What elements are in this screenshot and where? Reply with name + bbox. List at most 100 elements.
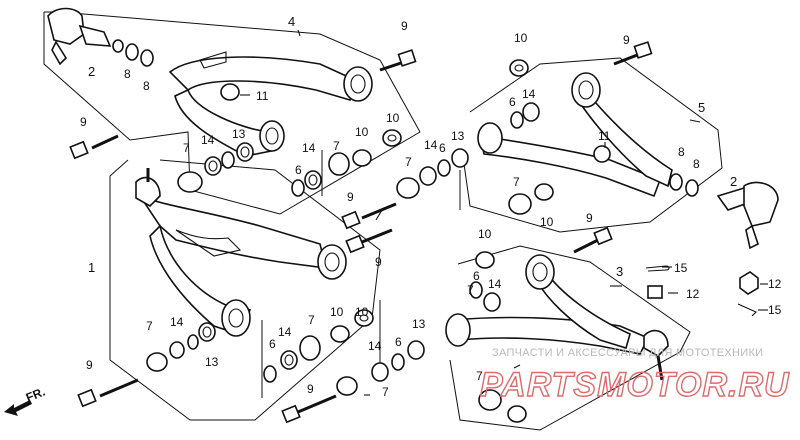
callout-12-a: 12 bbox=[686, 287, 700, 301]
ball-joint-2-left bbox=[47, 7, 124, 66]
callout-7-e: 7 bbox=[467, 283, 474, 297]
front-direction-arrow-icon: FR. bbox=[4, 385, 47, 416]
callout-14-d: 14 bbox=[522, 87, 536, 101]
callout-8-c: 8 bbox=[678, 145, 685, 159]
watermark-logo: PARTSMOTOR.RU bbox=[480, 366, 790, 404]
bushing-stack-upper-mid bbox=[291, 129, 402, 197]
castle-nut-12-upper bbox=[647, 285, 663, 299]
bushing-stack-right-mid bbox=[396, 148, 554, 215]
bushing-stack-upper-left bbox=[177, 142, 254, 193]
callout-9-b: 9 bbox=[80, 115, 87, 129]
leader-lines bbox=[240, 29, 768, 396]
bolt-9-right-lower bbox=[573, 226, 613, 254]
callout-14-b: 14 bbox=[302, 141, 316, 155]
bolt-9-right-top bbox=[613, 41, 653, 66]
callout-2-right: 2 bbox=[730, 174, 737, 189]
bolt-9-lower-mid bbox=[281, 394, 337, 424]
bolt-9-top bbox=[379, 49, 417, 72]
ball-joint-2-right bbox=[716, 181, 779, 250]
callout-12-b: 12 bbox=[768, 277, 782, 291]
callout-10-e: 10 bbox=[478, 227, 492, 241]
callout-6-d: 6 bbox=[269, 337, 276, 351]
bolt-9-center-pair bbox=[341, 202, 397, 254]
callout-7-a: 7 bbox=[183, 141, 190, 155]
assembly-outline-4 bbox=[43, 11, 421, 215]
callout-13-a: 13 bbox=[232, 127, 246, 141]
assembly-outline-3 bbox=[449, 245, 691, 431]
assembly-outline-1 bbox=[109, 159, 381, 421]
callout-15-a: 15 bbox=[674, 261, 688, 275]
callout-6-b: 6 bbox=[439, 141, 446, 155]
callout-7-i: 7 bbox=[476, 369, 483, 383]
washer-8-pair-right bbox=[669, 173, 699, 197]
upper-arm-5 bbox=[477, 72, 673, 198]
bushing-stack-right-lower bbox=[336, 281, 502, 411]
assembly-outline-5 bbox=[461, 57, 723, 233]
callout-3: 3 bbox=[616, 264, 623, 279]
callout-14-c: 14 bbox=[424, 138, 438, 152]
callout-6-e: 6 bbox=[395, 335, 402, 349]
callout-8-b: 8 bbox=[143, 79, 150, 93]
callout-labels: 4 2 1 5 2 3 8 8 8 8 9 9 9 9 9 9 9 9 10 1… bbox=[80, 14, 782, 399]
callout-7-g: 7 bbox=[308, 313, 315, 327]
callout-9-c: 9 bbox=[347, 190, 354, 204]
callout-6-f: 6 bbox=[473, 269, 480, 283]
lower-arm-3 bbox=[445, 254, 669, 381]
callout-14-f: 14 bbox=[170, 315, 184, 329]
callout-6-a: 6 bbox=[295, 163, 302, 177]
callout-14-h: 14 bbox=[368, 339, 382, 353]
callout-10-d: 10 bbox=[540, 215, 554, 229]
bolt-9-lower-left bbox=[77, 378, 139, 408]
callout-10-a: 10 bbox=[514, 31, 528, 45]
callout-9-g: 9 bbox=[86, 358, 93, 372]
front-direction-label: FR. bbox=[24, 385, 47, 405]
callout-8-a: 8 bbox=[124, 67, 131, 81]
callout-9-e: 9 bbox=[623, 33, 630, 47]
callout-15-b: 15 bbox=[768, 303, 782, 317]
callout-7-d: 7 bbox=[513, 175, 520, 189]
lower-arm-1 bbox=[135, 168, 347, 337]
cotter-pin-15-upper bbox=[645, 265, 670, 272]
callout-14-g: 14 bbox=[278, 325, 292, 339]
callout-9-h: 9 bbox=[307, 382, 314, 396]
callout-6-c: 6 bbox=[509, 95, 516, 109]
callout-10-b: 10 bbox=[386, 111, 400, 125]
washer-8-pair-left bbox=[125, 43, 154, 67]
callout-9-d: 9 bbox=[375, 255, 382, 269]
callout-9-f: 9 bbox=[586, 211, 593, 225]
callout-13-d: 13 bbox=[412, 317, 426, 331]
callout-4: 4 bbox=[288, 14, 295, 29]
callout-14-a: 14 bbox=[201, 133, 215, 147]
hardware-dash-lines bbox=[261, 150, 461, 398]
callout-5: 5 bbox=[698, 100, 705, 115]
callout-10-c: 10 bbox=[355, 125, 369, 139]
callout-14-e: 14 bbox=[488, 277, 502, 291]
cotter-pin-15-right bbox=[737, 303, 757, 317]
watermark-caption: ЗАПЧАСТИ И АКСЕССУАРЫ ДЛЯ МОТОТЕХНИКИ bbox=[492, 347, 763, 359]
callout-10-f: 10 bbox=[330, 305, 344, 319]
castle-nut-12-right bbox=[739, 271, 759, 295]
nut-10-right-lower bbox=[475, 251, 527, 423]
callout-2-left: 2 bbox=[88, 64, 95, 79]
callout-8-d: 8 bbox=[693, 157, 700, 171]
callout-10-g: 10 bbox=[355, 305, 369, 319]
callout-7-b: 7 bbox=[333, 139, 340, 153]
upper-arm-4 bbox=[168, 51, 373, 157]
bolt-9-left-upper bbox=[69, 134, 119, 160]
callout-7-h: 7 bbox=[382, 385, 389, 399]
nut-10-right-top bbox=[509, 59, 529, 77]
callout-11-b: 11 bbox=[598, 129, 611, 143]
callout-9-a: 9 bbox=[401, 19, 408, 33]
callout-1: 1 bbox=[88, 260, 95, 275]
callout-13-b: 13 bbox=[451, 129, 465, 143]
bushing-stack-lower-mid bbox=[263, 309, 374, 383]
callout-7-c: 7 bbox=[405, 155, 412, 169]
watermark: ЗАПЧАСТИ И АКСЕССУАРЫ ДЛЯ МОТОТЕХНИКИ PA… bbox=[479, 347, 790, 405]
bushing-stack-right-top bbox=[510, 102, 540, 129]
callout-7-f: 7 bbox=[146, 319, 153, 333]
callout-11-a: 11 bbox=[256, 89, 269, 103]
callout-13-c: 13 bbox=[205, 355, 219, 369]
bushing-stack-lower-left bbox=[146, 322, 216, 372]
